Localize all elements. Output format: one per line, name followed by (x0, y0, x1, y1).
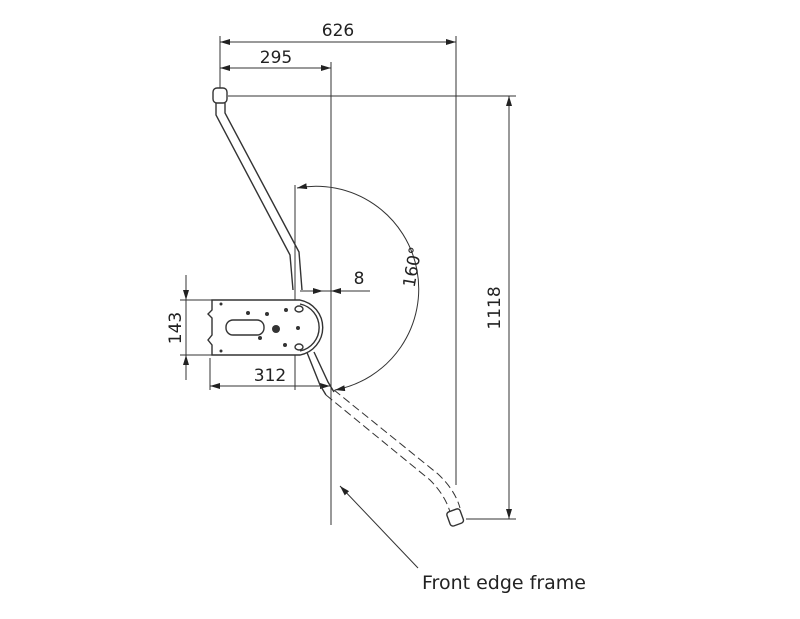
label-312: 312 (254, 366, 286, 386)
arm-tube-upper (215, 103, 303, 291)
label-1118: 1118 (485, 286, 505, 329)
label-143: 143 (166, 312, 186, 344)
swing-angle-arc (296, 183, 420, 392)
label-8: 8 (354, 269, 365, 289)
label-626: 626 (322, 21, 354, 41)
arm-tube-swung (325, 389, 461, 513)
arm-tube-lower (305, 349, 335, 396)
label-295: 295 (260, 48, 292, 68)
label-160-deg: 160° (400, 245, 427, 289)
arm-end-cap-top (212, 87, 228, 104)
label-front-edge-frame: Front edge frame (422, 572, 586, 594)
arm-end-cap-bottom (446, 508, 465, 527)
mounting-plate (207, 299, 324, 356)
center-hole (272, 325, 280, 333)
extension-lines (180, 36, 516, 525)
front-edge-leader (339, 485, 419, 569)
slot-hole (225, 319, 265, 336)
